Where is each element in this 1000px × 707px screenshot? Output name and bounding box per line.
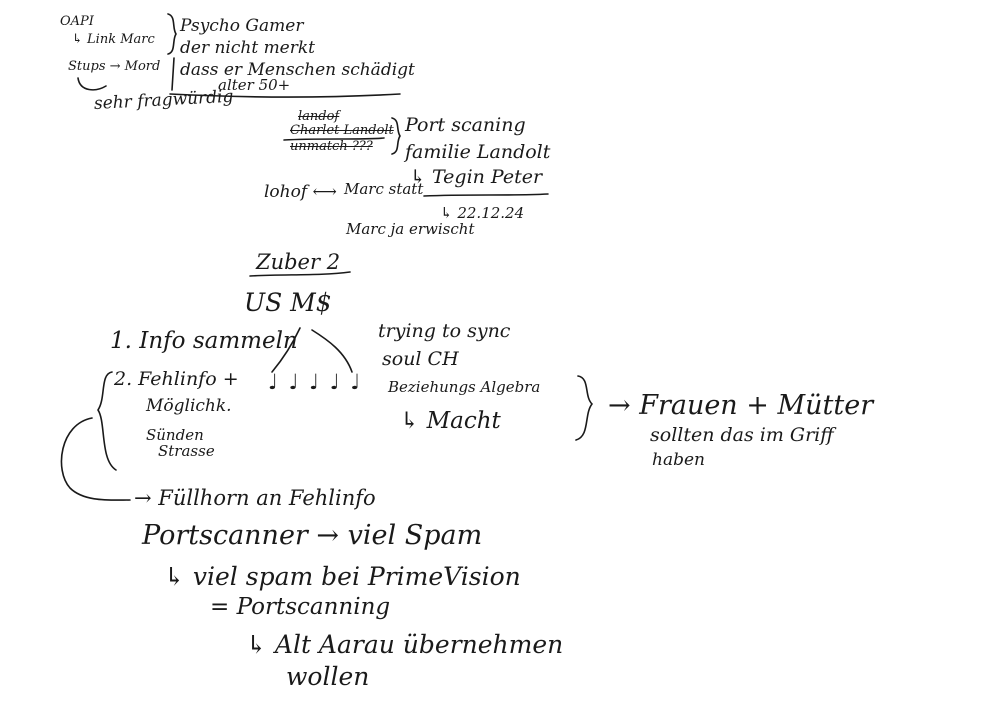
note-suenden: Sünden — [146, 426, 204, 444]
note-people-glyphs: ♩ ♩ ♩ ♩ ♩ — [268, 370, 363, 394]
note-lohof: lohof ⟷ — [264, 182, 337, 202]
hook-stups — [77, 77, 107, 91]
loop-arrow — [60, 417, 131, 501]
brace-port — [391, 117, 401, 155]
note-frauen-muetter: → Frauen + Mütter — [608, 390, 874, 421]
note-alter: alter 50+ — [218, 76, 291, 94]
note-soul-ch: soul CH — [382, 348, 459, 370]
note-wollen: wollen — [286, 662, 370, 691]
bar-dass-er — [171, 57, 175, 91]
note-fehlinfo: 2. Fehlinfo + — [114, 368, 239, 390]
underline-alter — [169, 93, 401, 98]
note-psycho-gamer: Psycho Gamer — [180, 16, 304, 36]
note-charlet-landolt: Charlet Landolt — [290, 123, 394, 138]
note-unmatch: unmatch ??? — [290, 139, 373, 154]
note-port-scaning: Port scaning — [405, 114, 526, 136]
note-stups-mord: Stups → Mord — [68, 59, 161, 74]
brace-algebra — [575, 375, 593, 441]
strike-line-1 — [283, 137, 385, 141]
branch-right — [311, 329, 353, 373]
branch-left — [271, 327, 301, 373]
note-link-marc: ↳ Link Marc — [72, 32, 155, 47]
note-info-sammeln: 1. Info sammeln — [110, 328, 298, 354]
note-der-nicht-merkt: der nicht merkt — [180, 38, 316, 58]
brace-top-left — [167, 13, 177, 55]
note-date: ↳ 22.12.24 — [440, 204, 525, 222]
note-moeglichkeiten: Möglichk. — [146, 396, 232, 416]
note-eq-portscanning: = Portscanning — [210, 594, 391, 620]
note-marc-ja: Marc ja erwischt — [346, 220, 475, 238]
note-trying-to-sync: trying to sync — [378, 320, 511, 342]
note-landof: landof — [298, 109, 340, 124]
note-alt-aarau: ↳ Alt Aarau übernehmen — [246, 630, 564, 659]
underline-tegin — [423, 193, 549, 197]
note-portscanner: Portscanner → viel Spam — [142, 520, 483, 551]
underline-zuber — [249, 271, 351, 277]
note-strasse: Strasse — [158, 442, 215, 460]
brace-fehlinfo — [97, 371, 117, 471]
note-zuber-2: Zuber 2 — [256, 250, 341, 274]
note-macht: ↳ Macht — [400, 408, 501, 434]
note-viel-spam-prime: ↳ viel spam bei PrimeVision — [164, 562, 521, 591]
note-beziehungs-algebra: Beziehungs Algebra — [388, 378, 541, 396]
note-sollten-das: sollten das im Griff — [650, 424, 834, 446]
note-familie-landolt: familie Landolt — [405, 141, 551, 163]
note-marc: Marc statt — [344, 180, 424, 198]
note-tegin-peter: ↳ Tegin Peter — [410, 166, 543, 188]
note-dass-er: dass er Menschen schädigt — [180, 60, 415, 80]
note-oapi: OAPI — [60, 14, 94, 29]
note-fuellhorn: → Füllhorn an Fehlinfo — [134, 486, 376, 510]
note-us-ms: US M$ — [244, 288, 332, 317]
note-haben: haben — [652, 450, 705, 470]
